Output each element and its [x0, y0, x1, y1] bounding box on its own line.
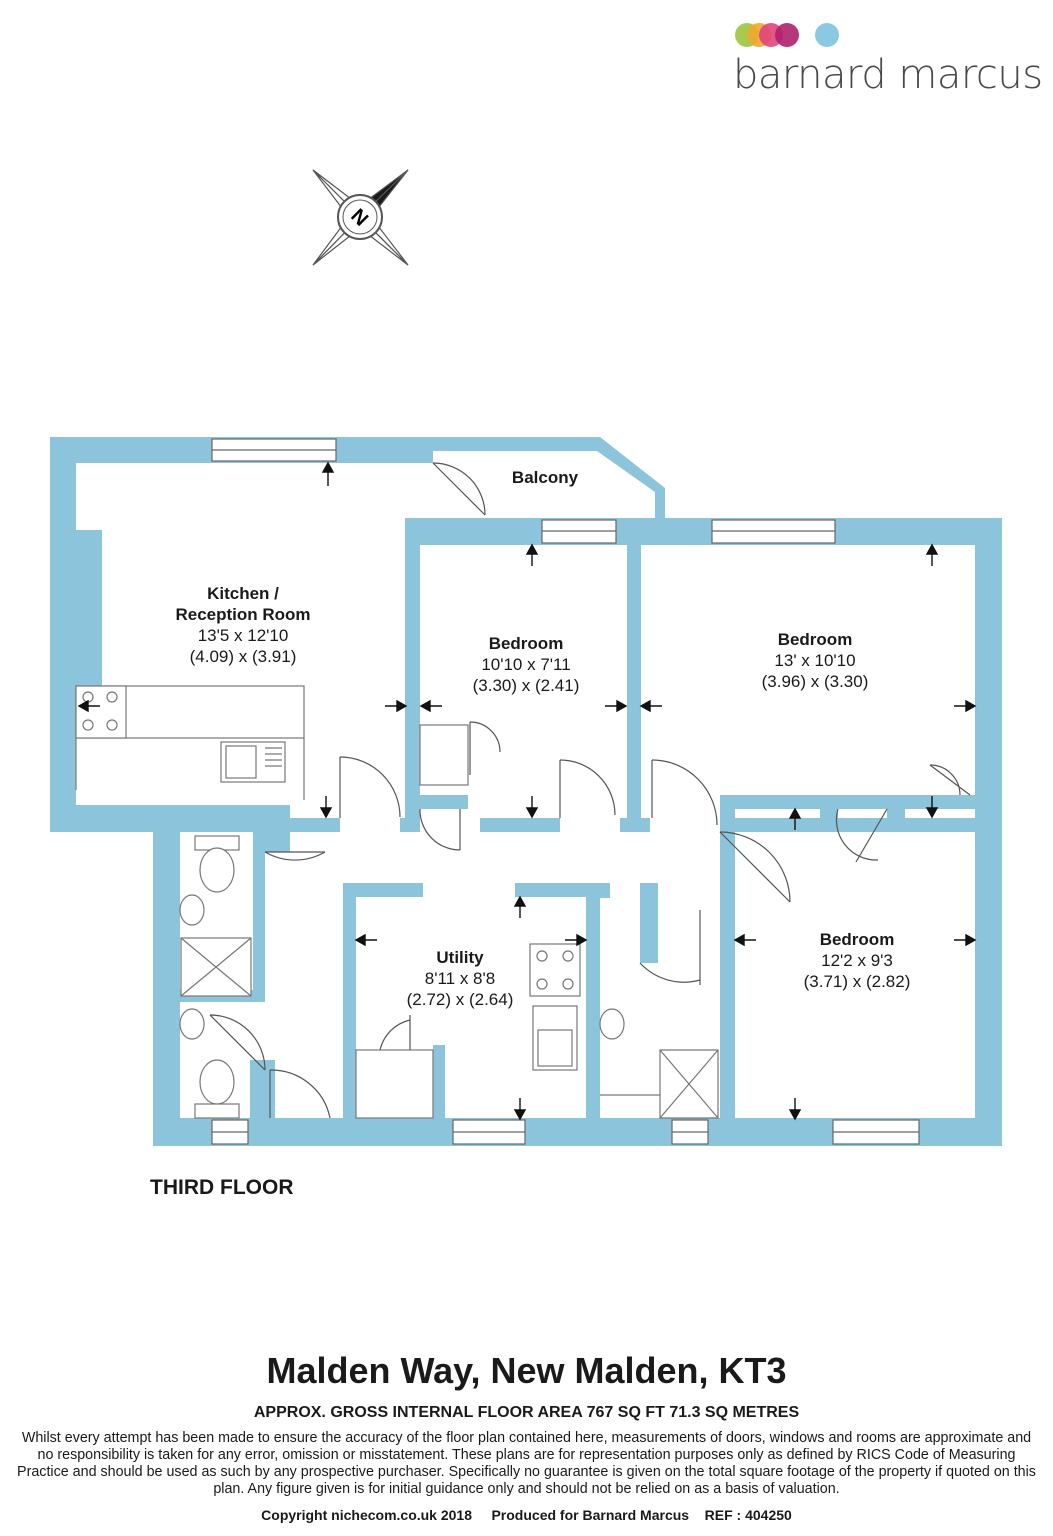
kitchen-label: Kitchen / Reception Room 13'5 x 12'10 (4… [153, 583, 333, 667]
logo-dots [735, 23, 839, 47]
copyright: Copyright nichecom.co.uk 2018 [261, 1507, 473, 1523]
fixtures [75, 685, 719, 1119]
compass-icon: N [312, 169, 409, 266]
bedroom-1-metric: (3.30) x (2.41) [472, 676, 580, 695]
bedroom-3-metric: (3.71) x (2.82) [803, 972, 911, 991]
bedroom-2-metric: (3.96) x (3.30) [761, 672, 869, 691]
kitchen-name-1: Kitchen / [207, 584, 279, 603]
bedroom-1-label: Bedroom 10'10 x 7'11 (3.30) x (2.41) [436, 633, 616, 696]
utility-imperial: 8'11 x 8'8 [424, 969, 496, 988]
floor-label: THIRD FLOOR [150, 1176, 294, 1199]
bedroom-3-label: Bedroom 12'2 x 9'3 (3.71) x (2.82) [767, 929, 947, 992]
bedroom-3-imperial: 12'2 x 9'3 [821, 951, 893, 970]
utility-metric: (2.72) x (2.64) [406, 990, 514, 1009]
floor-plan [50, 437, 1002, 1146]
walls [50, 437, 1002, 1146]
windows [211, 438, 920, 1145]
bedroom-1-name: Bedroom [488, 634, 564, 653]
kitchen-name-2: Reception Room [175, 605, 311, 624]
doors [209, 462, 971, 1119]
reference: REF : 404250 [704, 1507, 792, 1523]
utility-label: Utility 8'11 x 8'8 (2.72) x (2.64) [370, 947, 550, 1010]
bedroom-2-label: Bedroom 13' x 10'10 (3.96) x (3.30) [725, 629, 905, 692]
floor-area: APPROX. GROSS INTERNAL FLOOR AREA 767 SQ… [253, 1404, 800, 1421]
dimension-arrows [77, 461, 977, 1121]
property-address: Malden Way, New Malden, KT3 [266, 1350, 787, 1391]
produced-for: Produced for Barnard Marcus [491, 1507, 690, 1523]
disclaimer: Whilst every attempt has been made to en… [17, 1430, 1036, 1497]
balcony-label: Balcony [495, 467, 595, 488]
utility-name: Utility [436, 948, 484, 967]
kitchen-imperial: 13'5 x 12'10 [197, 626, 289, 645]
bedroom-3-name: Bedroom [819, 930, 895, 949]
kitchen-metric: (4.09) x (3.91) [189, 647, 297, 666]
bedroom-1-imperial: 10'10 x 7'11 [481, 655, 571, 674]
balcony-name: Balcony [511, 468, 579, 487]
bedroom-2-imperial: 13' x 10'10 [774, 651, 856, 670]
footer: Copyright nichecom.co.uk 2018 Produced f… [0, 1507, 1053, 1523]
bedroom-2-name: Bedroom [777, 630, 853, 649]
brand-name: barnard marcus [733, 52, 1043, 98]
